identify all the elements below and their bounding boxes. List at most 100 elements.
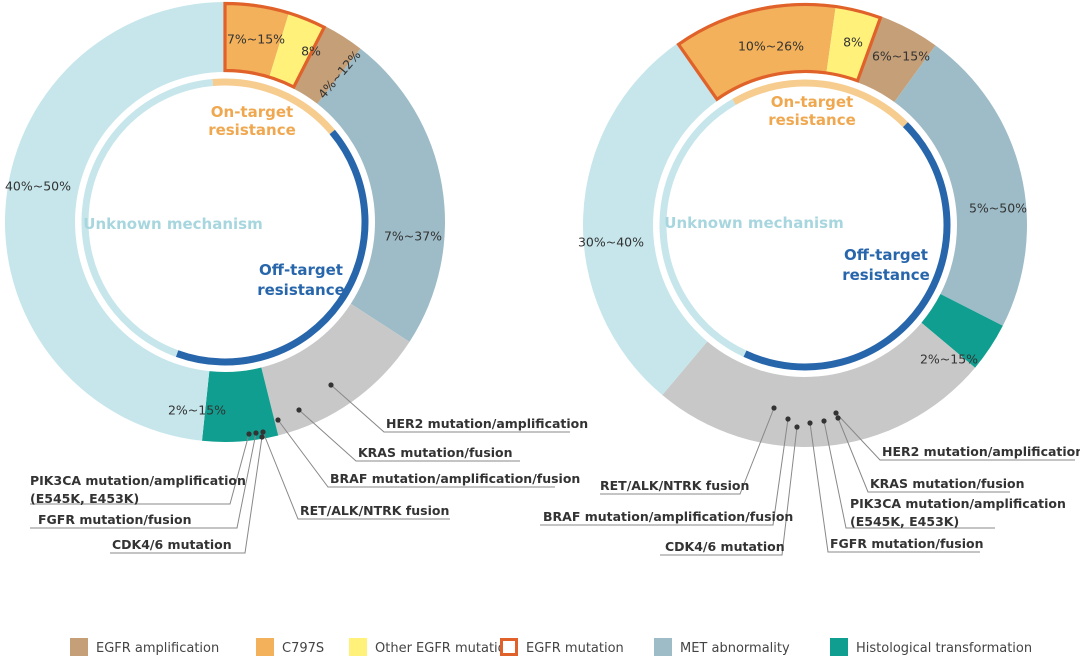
- legend-label: MET abnormality: [680, 641, 790, 656]
- legend-swatch: [349, 638, 367, 656]
- legend-label: EGFR amplification: [96, 641, 219, 656]
- right-pct-unknown: 30%~40%: [578, 235, 644, 250]
- right-segment-c797s: [677, 2, 836, 101]
- right-pct-other-egfr: 8%: [843, 35, 863, 50]
- left-leader-dot: [253, 430, 259, 436]
- left-annotation-label: BRAF mutation/amplification/fusion: [330, 471, 580, 486]
- left-leader-dot: [259, 434, 265, 440]
- left-annotation-label: KRAS mutation/fusion: [358, 445, 513, 460]
- left-leader-line: [277, 419, 555, 488]
- legend-swatch: [70, 638, 88, 656]
- left-pct-met: 7%~37%: [384, 229, 442, 244]
- right-leader-line: [809, 422, 980, 553]
- left-annotation-label-line2: (E545K, E453K): [30, 491, 139, 506]
- right-leader-line: [540, 418, 789, 526]
- right-annotation-label: PIK3CA mutation/amplification: [850, 496, 1066, 511]
- right-on-target-label: On-target: [771, 93, 853, 111]
- right-donut-chart: 10%~26% 8% 6%~15% 5%~50% 2%~15% 30%~40% On-tar…: [540, 2, 1080, 556]
- right-leader-dot: [785, 416, 791, 422]
- left-off-target-label: resistance: [257, 281, 345, 299]
- right-leader-line: [837, 417, 1010, 493]
- right-segment-met: [894, 45, 1027, 326]
- left-pct-c797s: 7%~15%: [227, 32, 285, 47]
- left-on-target-label: resistance: [208, 121, 296, 139]
- right-pct-met: 5%~50%: [969, 201, 1027, 216]
- left-inner-arc-off-target: [175, 129, 369, 366]
- right-leader-dot: [821, 418, 827, 424]
- right-leader-dot: [794, 424, 800, 430]
- right-leader-dot: [833, 410, 839, 416]
- right-inner-arc-off-target: [743, 122, 951, 371]
- right-annotation-label-line2: (E545K, E453K): [850, 514, 959, 529]
- right-on-target-label: resistance: [768, 111, 856, 129]
- legend-swatch: [654, 638, 672, 656]
- right-leader-line: [660, 426, 798, 556]
- right-annotation-label: CDK4/6 mutation: [665, 539, 785, 554]
- left-segment-off-other: [261, 303, 410, 436]
- right-segment-other-egfr: [826, 5, 881, 83]
- right-off-target-label: resistance: [842, 266, 930, 284]
- legend-label: Histological transformation: [856, 641, 1032, 656]
- left-annotation-label: CDK4/6 mutation: [112, 537, 232, 552]
- left-pct-other-egfr: 8%: [301, 44, 321, 59]
- left-donut-chart: 7%~15%8%4%~12%7%~37%2%~15%40%~50%On-targ…: [5, 1, 588, 554]
- left-leader-dot: [296, 407, 302, 413]
- left-leader-dot: [275, 417, 281, 423]
- right-pct-egfr-amp: 6%~15%: [872, 49, 930, 64]
- left-leader-line: [298, 409, 520, 462]
- left-leader-line: [262, 431, 450, 520]
- left-annotation-label: HER2 mutation/amplification: [386, 416, 588, 431]
- legend-swatch: [830, 638, 848, 656]
- left-inner-arc-unknown: [81, 79, 214, 357]
- right-segment-egfr-amp: [856, 16, 936, 103]
- right-segment-histo: [921, 294, 1003, 368]
- left-segment-met: [317, 48, 445, 342]
- left-segment-unknown: [5, 2, 225, 441]
- left-leader-line: [330, 384, 570, 433]
- legend-label: C797S: [282, 641, 324, 656]
- left-segment-histo: [202, 367, 279, 442]
- right-segment-off-other: [662, 322, 976, 448]
- right-egfr-mutation-outline: [676, 2, 883, 102]
- left-pct-unknown: 40%~50%: [5, 179, 71, 194]
- left-pct-histo: 2%~15%: [168, 403, 226, 418]
- legend-swatch: [500, 638, 518, 656]
- left-annotation-label: FGFR mutation/fusion: [38, 512, 192, 527]
- left-annotation-label: PIK3CA mutation/amplification: [30, 473, 246, 488]
- left-leader-dot: [246, 431, 252, 437]
- left-segment-other-egfr: [268, 11, 325, 89]
- left-leader-line: [30, 432, 257, 529]
- left-on-target-label: On-target: [211, 103, 293, 121]
- left-segment-egfr-amp: [293, 25, 361, 104]
- left-leader-line: [110, 436, 263, 554]
- legend: EGFR amplification C797S Other EGFR mutati…: [70, 638, 1032, 656]
- right-leader-line: [600, 407, 775, 495]
- left-unknown-mechanism-label: Unknown mechanism: [83, 215, 262, 233]
- right-inner-arc-on-target: [732, 79, 908, 128]
- right-leader-dot: [835, 415, 841, 421]
- left-inner-arc-on-target: [212, 78, 335, 135]
- left-segment-c797s: [225, 2, 290, 79]
- right-pct-c797s: 10%~26%: [738, 39, 804, 54]
- left-leader-line: [30, 433, 250, 505]
- right-pct-histo: 2%~15%: [920, 352, 978, 367]
- right-off-target-label: Off-target: [844, 246, 928, 264]
- right-leader-dot: [807, 420, 813, 426]
- legend-label: Other EGFR mutation: [375, 641, 514, 656]
- right-annotation-label: FGFR mutation/fusion: [830, 536, 984, 551]
- right-leader-dot: [771, 405, 777, 411]
- right-unknown-mechanism-label: Unknown mechanism: [664, 214, 843, 232]
- left-annotation-label: RET/ALK/NTRK fusion: [300, 503, 449, 518]
- right-annotation-label: RET/ALK/NTRK fusion: [600, 478, 749, 493]
- right-segment-unknown: [583, 43, 718, 396]
- left-leader-dot: [328, 382, 334, 388]
- legend-label: EGFR mutation: [526, 641, 624, 656]
- right-annotation-label: HER2 mutation/amplification: [882, 444, 1080, 459]
- right-leader-line: [823, 420, 995, 529]
- right-annotation-label: KRAS mutation/fusion: [870, 476, 1025, 491]
- left-leader-dot: [260, 429, 266, 435]
- left-egfr-mutation-outline: [223, 1, 327, 90]
- legend-swatch: [256, 638, 274, 656]
- right-inner-arc-unknown: [659, 98, 747, 357]
